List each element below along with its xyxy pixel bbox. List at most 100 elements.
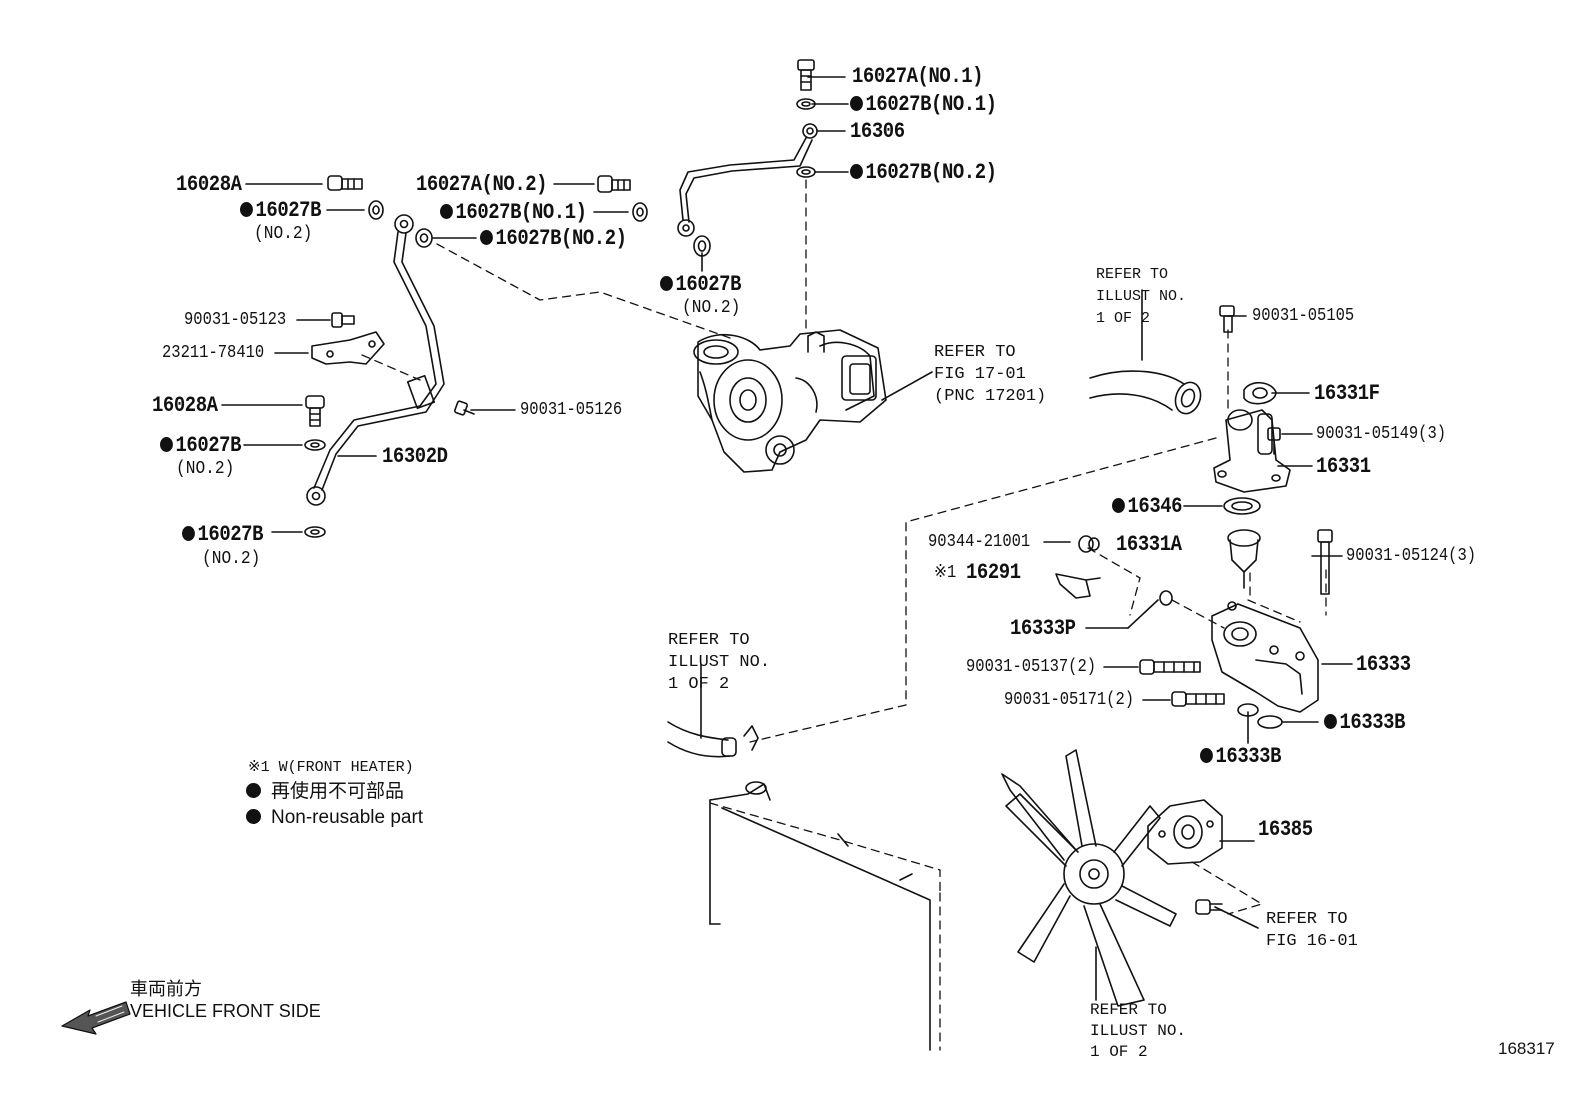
label-16027A-no1-top: 16027A(NO.1) xyxy=(852,64,984,89)
label-16291: 16291 xyxy=(966,560,1021,585)
refer-hose-top-line2: ILLUST NO. xyxy=(1096,288,1187,305)
label-90031-05171: 90031-05171(2) xyxy=(1004,690,1135,710)
legend-en: Non-reusable part xyxy=(246,808,423,827)
refer-fig16-line2: FIG 16-01 xyxy=(1266,932,1358,951)
cooling-fan xyxy=(1001,749,1177,1007)
non-reusable-dot-icon xyxy=(660,276,673,291)
label-16306: 16306 xyxy=(850,119,905,144)
radiator xyxy=(709,781,931,1051)
non-reusable-dot-icon xyxy=(240,202,253,217)
label-16027A-no2: 16027A(NO.2) xyxy=(416,172,548,197)
washer-16027B-bottom xyxy=(304,526,326,538)
refer-turbo-line3: (PNC 17201) xyxy=(934,387,1047,406)
o-ring-16333B-a xyxy=(1237,703,1259,717)
refer-turbo-line2: FIG 17-01 xyxy=(934,365,1026,384)
label-16027B-left: 16027B xyxy=(240,200,321,222)
refer-hose-left: REFER TO ILLUST NO. 1 OF 2 xyxy=(668,630,770,696)
legend-note: ※1 W(FRONT HEATER) xyxy=(248,759,414,776)
refer-hose-top-line3: 1 OF 2 xyxy=(1096,310,1151,327)
label-23211-78410: 23211-78410 xyxy=(162,343,265,363)
label-16027B-left-sub: (NO.2) xyxy=(254,224,313,244)
washer-16027B-midleft xyxy=(304,439,326,451)
non-reusable-dot-icon xyxy=(480,230,493,245)
label-16333B-below: 16333B xyxy=(1200,746,1281,768)
label-16346: 16346 xyxy=(1112,496,1183,518)
water-inlet-16333 xyxy=(1211,601,1319,713)
refer-fig16-line1: REFER TO xyxy=(1266,910,1348,929)
washer-left-no2 xyxy=(368,200,384,220)
refer-fig16: REFER TO FIG 16-01 xyxy=(1266,909,1358,953)
o-ring-16333B-b xyxy=(1257,715,1283,729)
washer-16027B-no2-top xyxy=(796,166,816,178)
vehicle-front-arrow xyxy=(61,1001,131,1035)
washer-mid-no2 xyxy=(415,228,433,248)
bolt-90031-05105 xyxy=(1219,305,1235,333)
label-16333P: 16333P xyxy=(1010,616,1076,641)
refer-turbo: REFER TO FIG 17-01 (PNC 17201) xyxy=(934,342,1046,408)
label-16027B-bottom-sub: (NO.2) xyxy=(202,549,261,569)
refer-fan-line3: 1 OF 2 xyxy=(1090,1043,1148,1061)
bolt-90031-05149 xyxy=(1267,427,1281,455)
refer-fan: REFER TO ILLUST NO. 1 OF 2 xyxy=(1090,1000,1186,1063)
oil-pipe-16302D xyxy=(306,214,445,506)
label-16027B-no1-top: 16027B(NO.1) xyxy=(850,94,997,116)
water-outlet-16331 xyxy=(1213,409,1291,493)
gasket-16346 xyxy=(1223,497,1261,515)
bolt-16028A-top xyxy=(327,175,363,191)
plug-90344-21001 xyxy=(1078,535,1100,553)
label-16333B-right: 16333B xyxy=(1324,712,1405,734)
vehicle-front-jp: 車両前方 xyxy=(130,979,202,999)
refer-hose-left-line3: 1 OF 2 xyxy=(668,675,730,694)
label-16027B-midleft: 16027B xyxy=(160,435,241,457)
label-16331F: 16331F xyxy=(1314,381,1380,406)
label-16027B-bottom: 16027B xyxy=(182,524,263,546)
bolt-fig16 xyxy=(1195,899,1223,915)
bolt-90031-05123 xyxy=(331,312,355,328)
diagram-number: 168317 xyxy=(1498,1039,1555,1058)
washer-mid-no1 xyxy=(632,202,648,222)
bolt-90031-05126 xyxy=(454,400,475,416)
label-16027B-no2-top: 16027B(NO.2) xyxy=(850,162,997,184)
label-16385: 16385 xyxy=(1258,817,1313,842)
bolt-90031-05171 xyxy=(1171,691,1225,707)
label-90031-05124: 90031-05124(3) xyxy=(1346,546,1477,566)
bolt-16027A-no1 xyxy=(797,59,815,91)
refer-hose-top: REFER TO ILLUST NO. 1 OF 2 xyxy=(1096,264,1186,330)
gasket-16331F xyxy=(1243,381,1277,405)
label-16331A: 16331A xyxy=(1116,532,1182,557)
refer-fan-line2: ILLUST NO. xyxy=(1090,1022,1187,1040)
refer-fan-line1: REFER TO xyxy=(1090,1001,1167,1019)
label-90031-05149: 90031-05149(3) xyxy=(1316,424,1447,444)
non-reusable-dot-icon xyxy=(160,437,173,452)
bolt-16028A-mid xyxy=(305,395,325,427)
label-90031-05126: 90031-05126 xyxy=(520,400,623,420)
leader-lines xyxy=(221,76,1353,1001)
washer-16027B-no1-top xyxy=(796,98,816,110)
refer-hose-top-line1: REFER TO xyxy=(1096,266,1169,283)
fan-coupling-16385 xyxy=(1147,799,1223,865)
bolt-90031-05124 xyxy=(1317,529,1333,595)
label-16027B-center-sub: (NO.2) xyxy=(682,298,741,318)
vehicle-front-en: VEHICLE FRONT SIDE xyxy=(130,1001,321,1021)
label-90344-21001: 90344-21001 xyxy=(928,532,1031,552)
bolt-16027A-no2 xyxy=(597,175,631,193)
bolt-90031-05137 xyxy=(1139,659,1201,675)
label-90031-05137: 90031-05137(2) xyxy=(966,657,1097,677)
non-reusable-dot-icon xyxy=(182,526,195,541)
union-16291 xyxy=(1055,573,1101,599)
label-16333: 16333 xyxy=(1356,652,1411,677)
label-90031-05123: 90031-05123 xyxy=(184,310,287,330)
label-16302D: 16302D xyxy=(382,444,448,469)
refer-hose-left-line2: ILLUST NO. xyxy=(668,653,771,672)
non-reusable-dot-icon xyxy=(246,783,261,798)
label-16291-mark: ※1 xyxy=(934,563,957,583)
label-16028A-top: 16028A xyxy=(176,172,242,197)
non-reusable-dot-icon xyxy=(850,164,863,179)
hose-top xyxy=(1089,370,1202,415)
label-90031-05105: 90031-05105 xyxy=(1252,306,1355,326)
non-reusable-dot-icon xyxy=(246,809,261,824)
non-reusable-dot-icon xyxy=(1200,748,1213,763)
non-reusable-dot-icon xyxy=(850,96,863,111)
legend-jp: 再使用不可部品 xyxy=(246,782,404,801)
